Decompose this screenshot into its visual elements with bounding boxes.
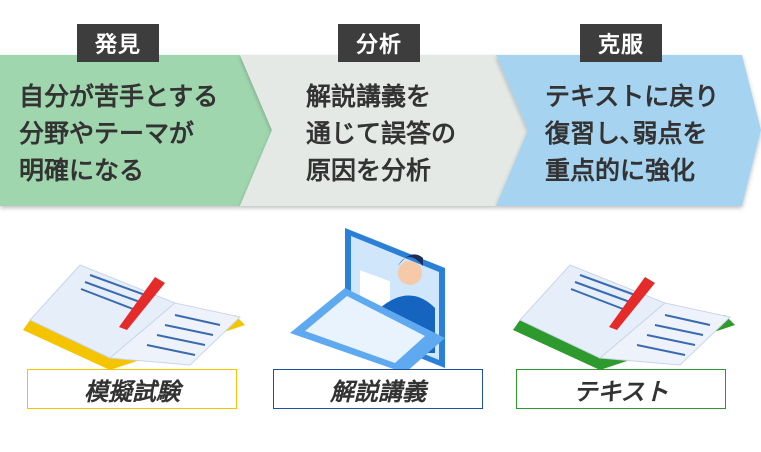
resource-label-textbook: テキスト <box>516 369 726 409</box>
open-book-green-icon <box>513 264 735 370</box>
step-arrow-overcome <box>496 55 761 206</box>
desc-line: 分野やテーマが <box>19 119 195 148</box>
desc-line: テキストに戻り <box>545 82 720 111</box>
desc-line: 重点的に強化 <box>545 156 696 185</box>
step-tag-overcome: 克服 <box>580 24 662 62</box>
step-tag-analyze: 分析 <box>338 24 420 62</box>
step-arrow-discover <box>0 55 272 206</box>
step-arrow-analyze <box>240 55 528 206</box>
desc-line: 自分が苦手とする <box>19 82 219 111</box>
open-book-yellow-icon <box>23 264 245 370</box>
desc-line: 明確になる <box>19 156 145 185</box>
desc-line: 通じて誤答の <box>306 119 457 148</box>
resource-label-mock-exam: 模擬試験 <box>27 369 237 409</box>
step-description-overcome: テキストに戻り 復習し､弱点を 重点的に強化 <box>545 78 719 189</box>
resource-label-lecture: 解説講義 <box>273 369 483 409</box>
desc-line: 原因を分析 <box>306 156 432 185</box>
step-description-analyze: 解説講義を 通じて誤答の 原因を分析 <box>306 78 456 189</box>
process-banner <box>0 55 761 206</box>
step-tag-discover: 発見 <box>77 24 159 62</box>
laptop-lecturer-icon <box>290 228 445 373</box>
step-description-discover: 自分が苦手とする 分野やテーマが 明確になる <box>19 78 218 189</box>
desc-line: 解説講義を <box>306 82 432 111</box>
desc-line: 復習し､弱点を <box>545 119 708 148</box>
